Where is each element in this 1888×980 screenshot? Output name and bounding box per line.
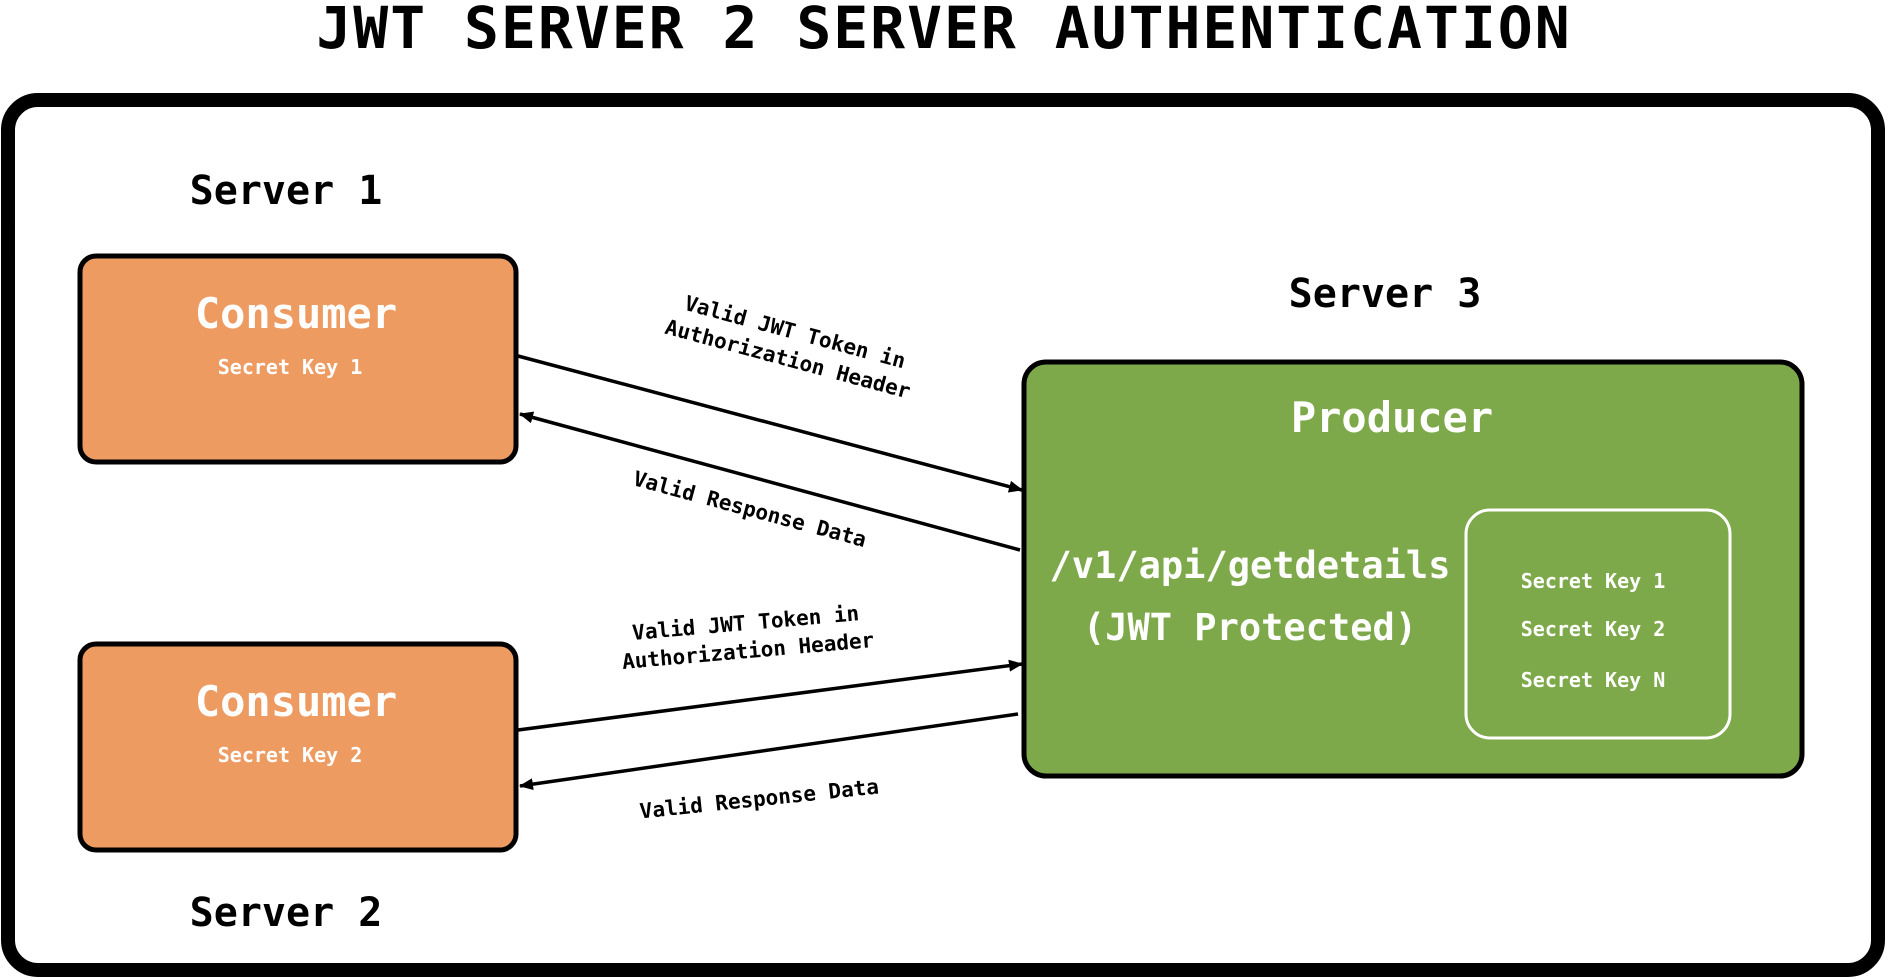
- bottom-response-arrow: [519, 712, 1019, 791]
- producer-title: Producer: [1291, 393, 1493, 442]
- diagram-title: JWT SERVER 2 SERVER AUTHENTICATION: [316, 0, 1571, 62]
- consumer-2-box: Consumer Secret Key 2: [77, 641, 519, 853]
- producer-rect: [1021, 359, 1805, 779]
- top-request-arrow: [517, 354, 1023, 493]
- server-2-label: Server 2: [190, 890, 383, 936]
- server-1-label: Server 1: [190, 168, 383, 214]
- producer-endpoint: /v1/api/getdetails: [1050, 544, 1451, 587]
- producer-key-2: Secret Key 2: [1521, 617, 1666, 641]
- consumer-1-title: Consumer: [195, 289, 397, 338]
- bottom-request-arrow: [517, 659, 1023, 732]
- consumer-1-rect: [77, 253, 519, 465]
- producer-box: Producer /v1/api/getdetails (JWT Protect…: [1021, 359, 1805, 779]
- server-3-label: Server 3: [1289, 271, 1482, 317]
- consumer-2-rect: [77, 641, 519, 853]
- consumer-2-title: Consumer: [195, 677, 397, 726]
- producer-endpoint-protection: (JWT Protected): [1083, 606, 1417, 649]
- consumer-2-key: Secret Key 2: [218, 743, 363, 767]
- consumer-1-box: Consumer Secret Key 1: [77, 253, 519, 465]
- producer-key-1: Secret Key 1: [1521, 569, 1666, 593]
- producer-key-n: Secret Key N: [1521, 668, 1666, 692]
- consumer-1-key: Secret Key 1: [218, 355, 363, 379]
- secret-keys-panel: [1464, 508, 1732, 740]
- top-response-arrow: [519, 411, 1021, 552]
